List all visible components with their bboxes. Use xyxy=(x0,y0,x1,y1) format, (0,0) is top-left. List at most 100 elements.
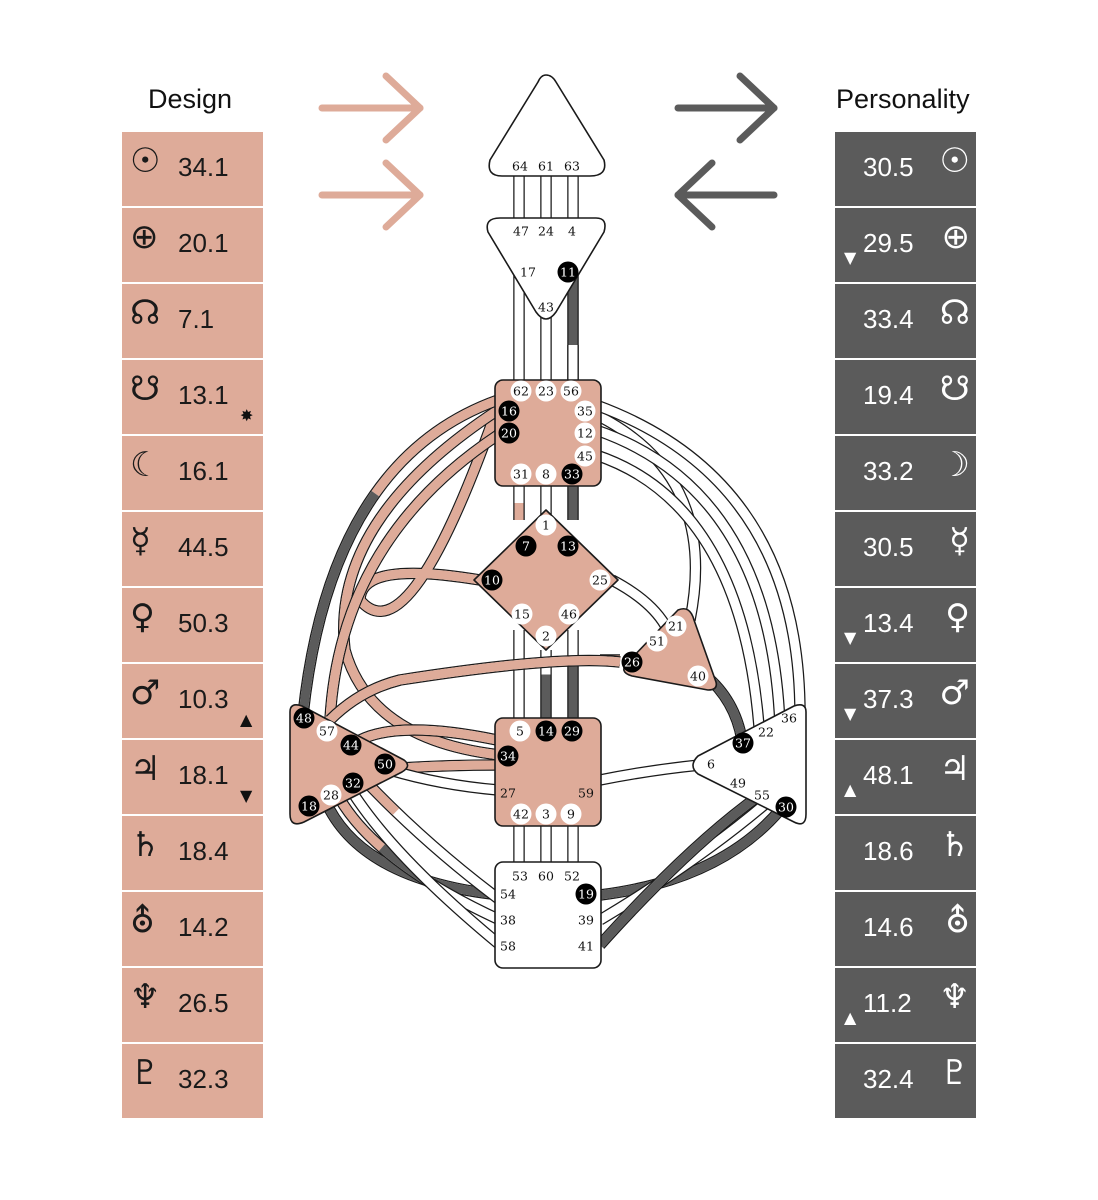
planet-value: 44.5 xyxy=(178,532,229,562)
channel-10-57-loop xyxy=(354,398,506,617)
gate-active-dot xyxy=(342,772,364,794)
gate-58: 58 xyxy=(500,938,516,953)
gate-42: 42 xyxy=(510,803,532,825)
personality-row-uranus: ⛢14.6 xyxy=(835,892,976,966)
gate-48: 48 xyxy=(293,707,315,729)
gate-39: 39 xyxy=(578,912,594,927)
gate-41: 41 xyxy=(578,938,594,953)
sun-icon: ☉ xyxy=(130,141,161,181)
centers xyxy=(289,74,807,969)
design-row-saturn: ♄18.4 xyxy=(122,816,263,890)
north-node-icon: ☊ xyxy=(939,293,970,333)
gate-active-dot xyxy=(374,753,396,775)
planet-value: 18.6 xyxy=(863,836,914,866)
gate-12: 12 xyxy=(574,422,596,444)
gate-63: 63 xyxy=(564,158,580,173)
venus-icon: ♀ xyxy=(945,597,970,637)
gate-number: 25 xyxy=(592,572,608,587)
gate-number: 41 xyxy=(578,938,594,953)
gate-number: 32 xyxy=(345,775,361,790)
channel-30-41 xyxy=(599,806,785,901)
channel-activation xyxy=(355,398,505,616)
gate-1: 1 xyxy=(535,514,557,536)
personality-row-mars: ♂37.3▼ xyxy=(835,664,976,738)
south-node-icon: ☋ xyxy=(939,369,970,409)
gate-number: 63 xyxy=(564,158,580,173)
gate-number: 49 xyxy=(730,775,746,790)
sacral-center xyxy=(494,717,602,827)
personality-column-title: Personality xyxy=(836,84,970,114)
gate-active-dot xyxy=(293,707,315,729)
gate-number: 24 xyxy=(538,223,554,238)
gate-34: 34 xyxy=(497,745,519,767)
gate-number: 55 xyxy=(754,787,770,802)
gate-20: 20 xyxy=(498,422,520,444)
gate-open-dot xyxy=(535,514,557,536)
design-row-pluto: ♇32.3 xyxy=(122,1044,263,1118)
gate-number: 30 xyxy=(778,799,794,814)
jupiter-icon: ♃ xyxy=(939,749,970,789)
gate-49: 49 xyxy=(730,775,746,790)
design-column-title: Design xyxy=(148,84,233,114)
channel-26-44 xyxy=(325,654,621,725)
design-row-earth: ⊕20.1 xyxy=(122,208,263,282)
channel-activation xyxy=(320,798,501,900)
gate-25: 25 xyxy=(589,569,611,591)
gate-4: 4 xyxy=(568,223,576,238)
design-row-mars: ♂10.3▲ xyxy=(122,664,263,738)
gate-number: 52 xyxy=(564,868,580,883)
gate-number: 53 xyxy=(512,868,528,883)
gate-50: 50 xyxy=(374,753,396,775)
pluto-icon: ♇ xyxy=(939,1053,970,1093)
channel-25-51 xyxy=(609,574,670,629)
solar-plexus-center xyxy=(692,704,807,825)
gate-open-dot xyxy=(665,615,687,637)
gate-active-dot xyxy=(557,535,579,557)
gate-number: 57 xyxy=(319,723,335,738)
arrow-right-icon xyxy=(318,159,424,231)
gate-number: 12 xyxy=(577,425,593,440)
gate-open-dot xyxy=(535,380,557,402)
gate-62: 62 xyxy=(510,380,532,402)
gate-59: 59 xyxy=(578,785,594,800)
throat-center xyxy=(494,379,602,487)
gate-number: 40 xyxy=(690,668,706,683)
design-row-venus: ♀50.3 xyxy=(122,588,263,662)
gate-8: 8 xyxy=(535,463,557,485)
gate-number: 5 xyxy=(516,723,524,738)
planet-value: 20.1 xyxy=(178,228,229,258)
gate-number: 48 xyxy=(296,710,312,725)
gate-51: 51 xyxy=(646,630,668,652)
channel-48-16-outer xyxy=(297,394,500,716)
gate-number: 36 xyxy=(781,710,797,725)
channel-28-38 xyxy=(329,787,503,926)
gate-active-dot xyxy=(561,720,583,742)
gate-28: 28 xyxy=(320,784,342,806)
gate-open-dot xyxy=(574,445,596,467)
gate-number: 38 xyxy=(500,912,516,927)
gate-number: 26 xyxy=(624,654,640,669)
saturn-icon: ♄ xyxy=(939,825,970,865)
gate-number: 35 xyxy=(577,403,593,418)
gate-open-dot xyxy=(589,569,611,591)
channel-49-19 xyxy=(595,790,764,949)
planet-value: 33.4 xyxy=(863,304,914,334)
channel-fill xyxy=(594,400,805,716)
gate-open-dot xyxy=(511,603,533,625)
gate-number: 56 xyxy=(563,383,579,398)
channel-activation xyxy=(330,787,502,925)
planet-value: 29.5 xyxy=(863,228,914,258)
gate-active-dot xyxy=(561,463,583,485)
head-center xyxy=(488,74,606,177)
gate-43: 43 xyxy=(538,299,554,314)
gate-number: 2 xyxy=(542,628,550,643)
gate-35: 35 xyxy=(574,400,596,422)
gate-3: 3 xyxy=(535,803,557,825)
moon-icon: ☽ xyxy=(939,445,970,485)
gate-2: 2 xyxy=(535,625,557,647)
gate-number: 1 xyxy=(542,517,550,532)
detriment-icon: ▼ xyxy=(844,704,857,723)
gate-open-dot xyxy=(535,625,557,647)
gate-60: 60 xyxy=(538,868,554,883)
